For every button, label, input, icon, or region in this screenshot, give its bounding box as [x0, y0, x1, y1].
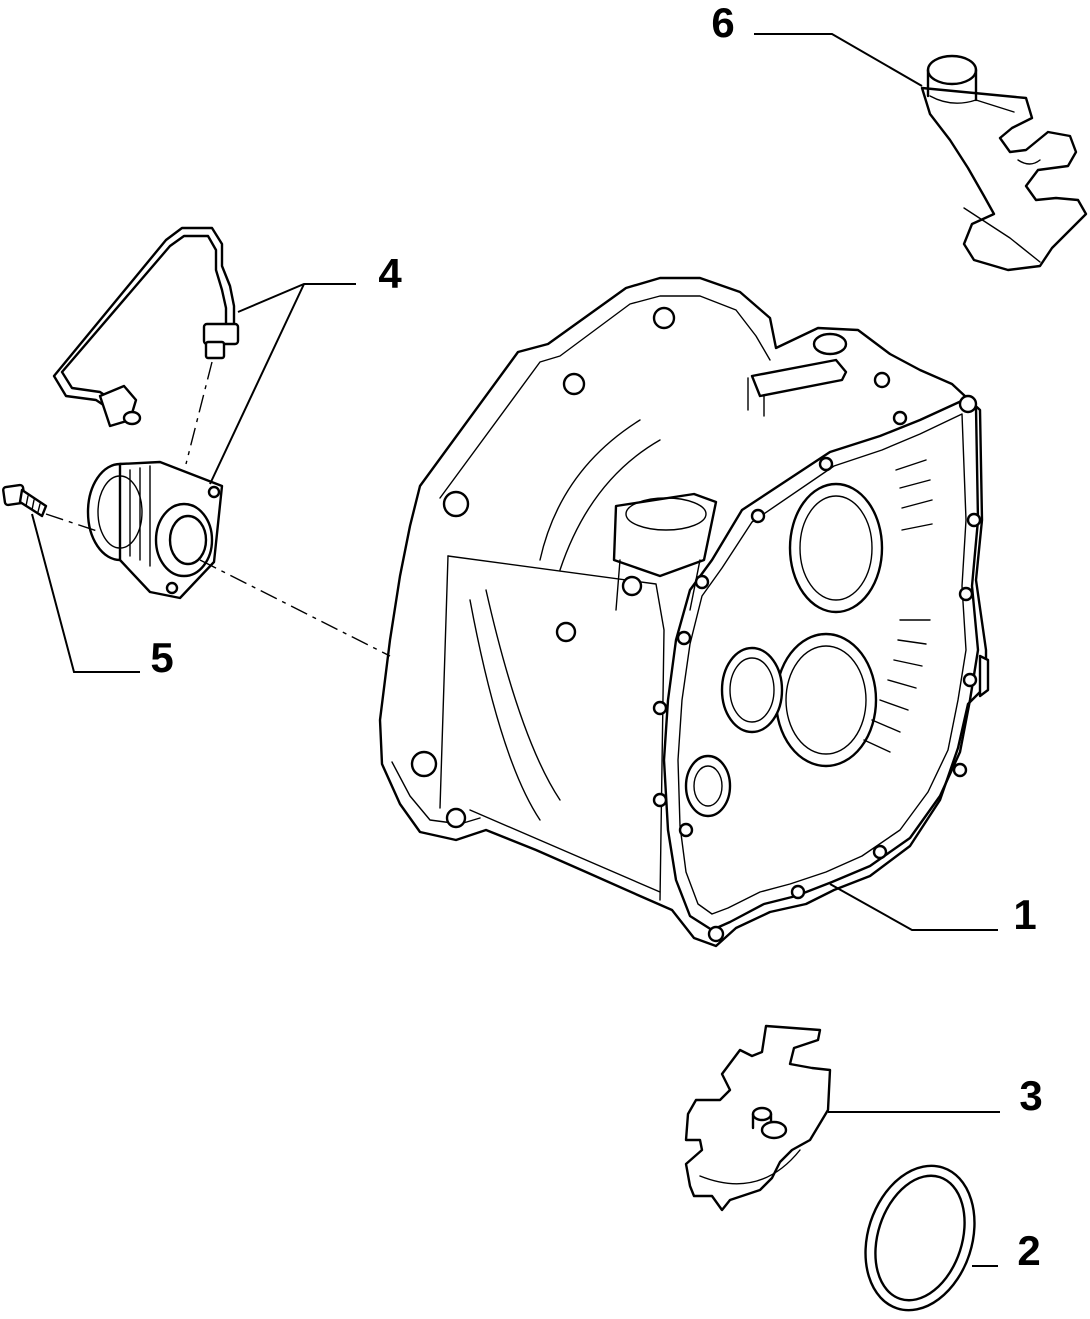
callout-number-3: 3 [1019, 1072, 1043, 1119]
callout-number-4: 4 [378, 250, 402, 297]
leader-line-1 [829, 883, 998, 931]
assembly-axis-line [45, 513, 101, 533]
callout-number-6: 6 [711, 0, 735, 46]
callout-number-1: 1 [1013, 891, 1037, 938]
deflector-plate-part-3 [684, 1024, 832, 1212]
leader-line-4b [209, 283, 305, 485]
slave-cylinder-part-4 [86, 460, 224, 600]
bolt-part-5 [2, 483, 48, 518]
leader-line-5 [31, 513, 140, 673]
gearbox-housing-part-1 [378, 276, 990, 948]
leader-line-6 [754, 33, 923, 87]
assembly-axis-line [199, 559, 391, 657]
bracket-part-6 [920, 54, 1088, 272]
callout-number-2: 2 [1017, 1227, 1041, 1274]
callout-number-5: 5 [150, 634, 174, 681]
hydraulic-pipe-part-4 [52, 226, 240, 428]
assembly-axis-line [185, 361, 213, 465]
sealing-ring-part-2 [864, 1164, 976, 1312]
